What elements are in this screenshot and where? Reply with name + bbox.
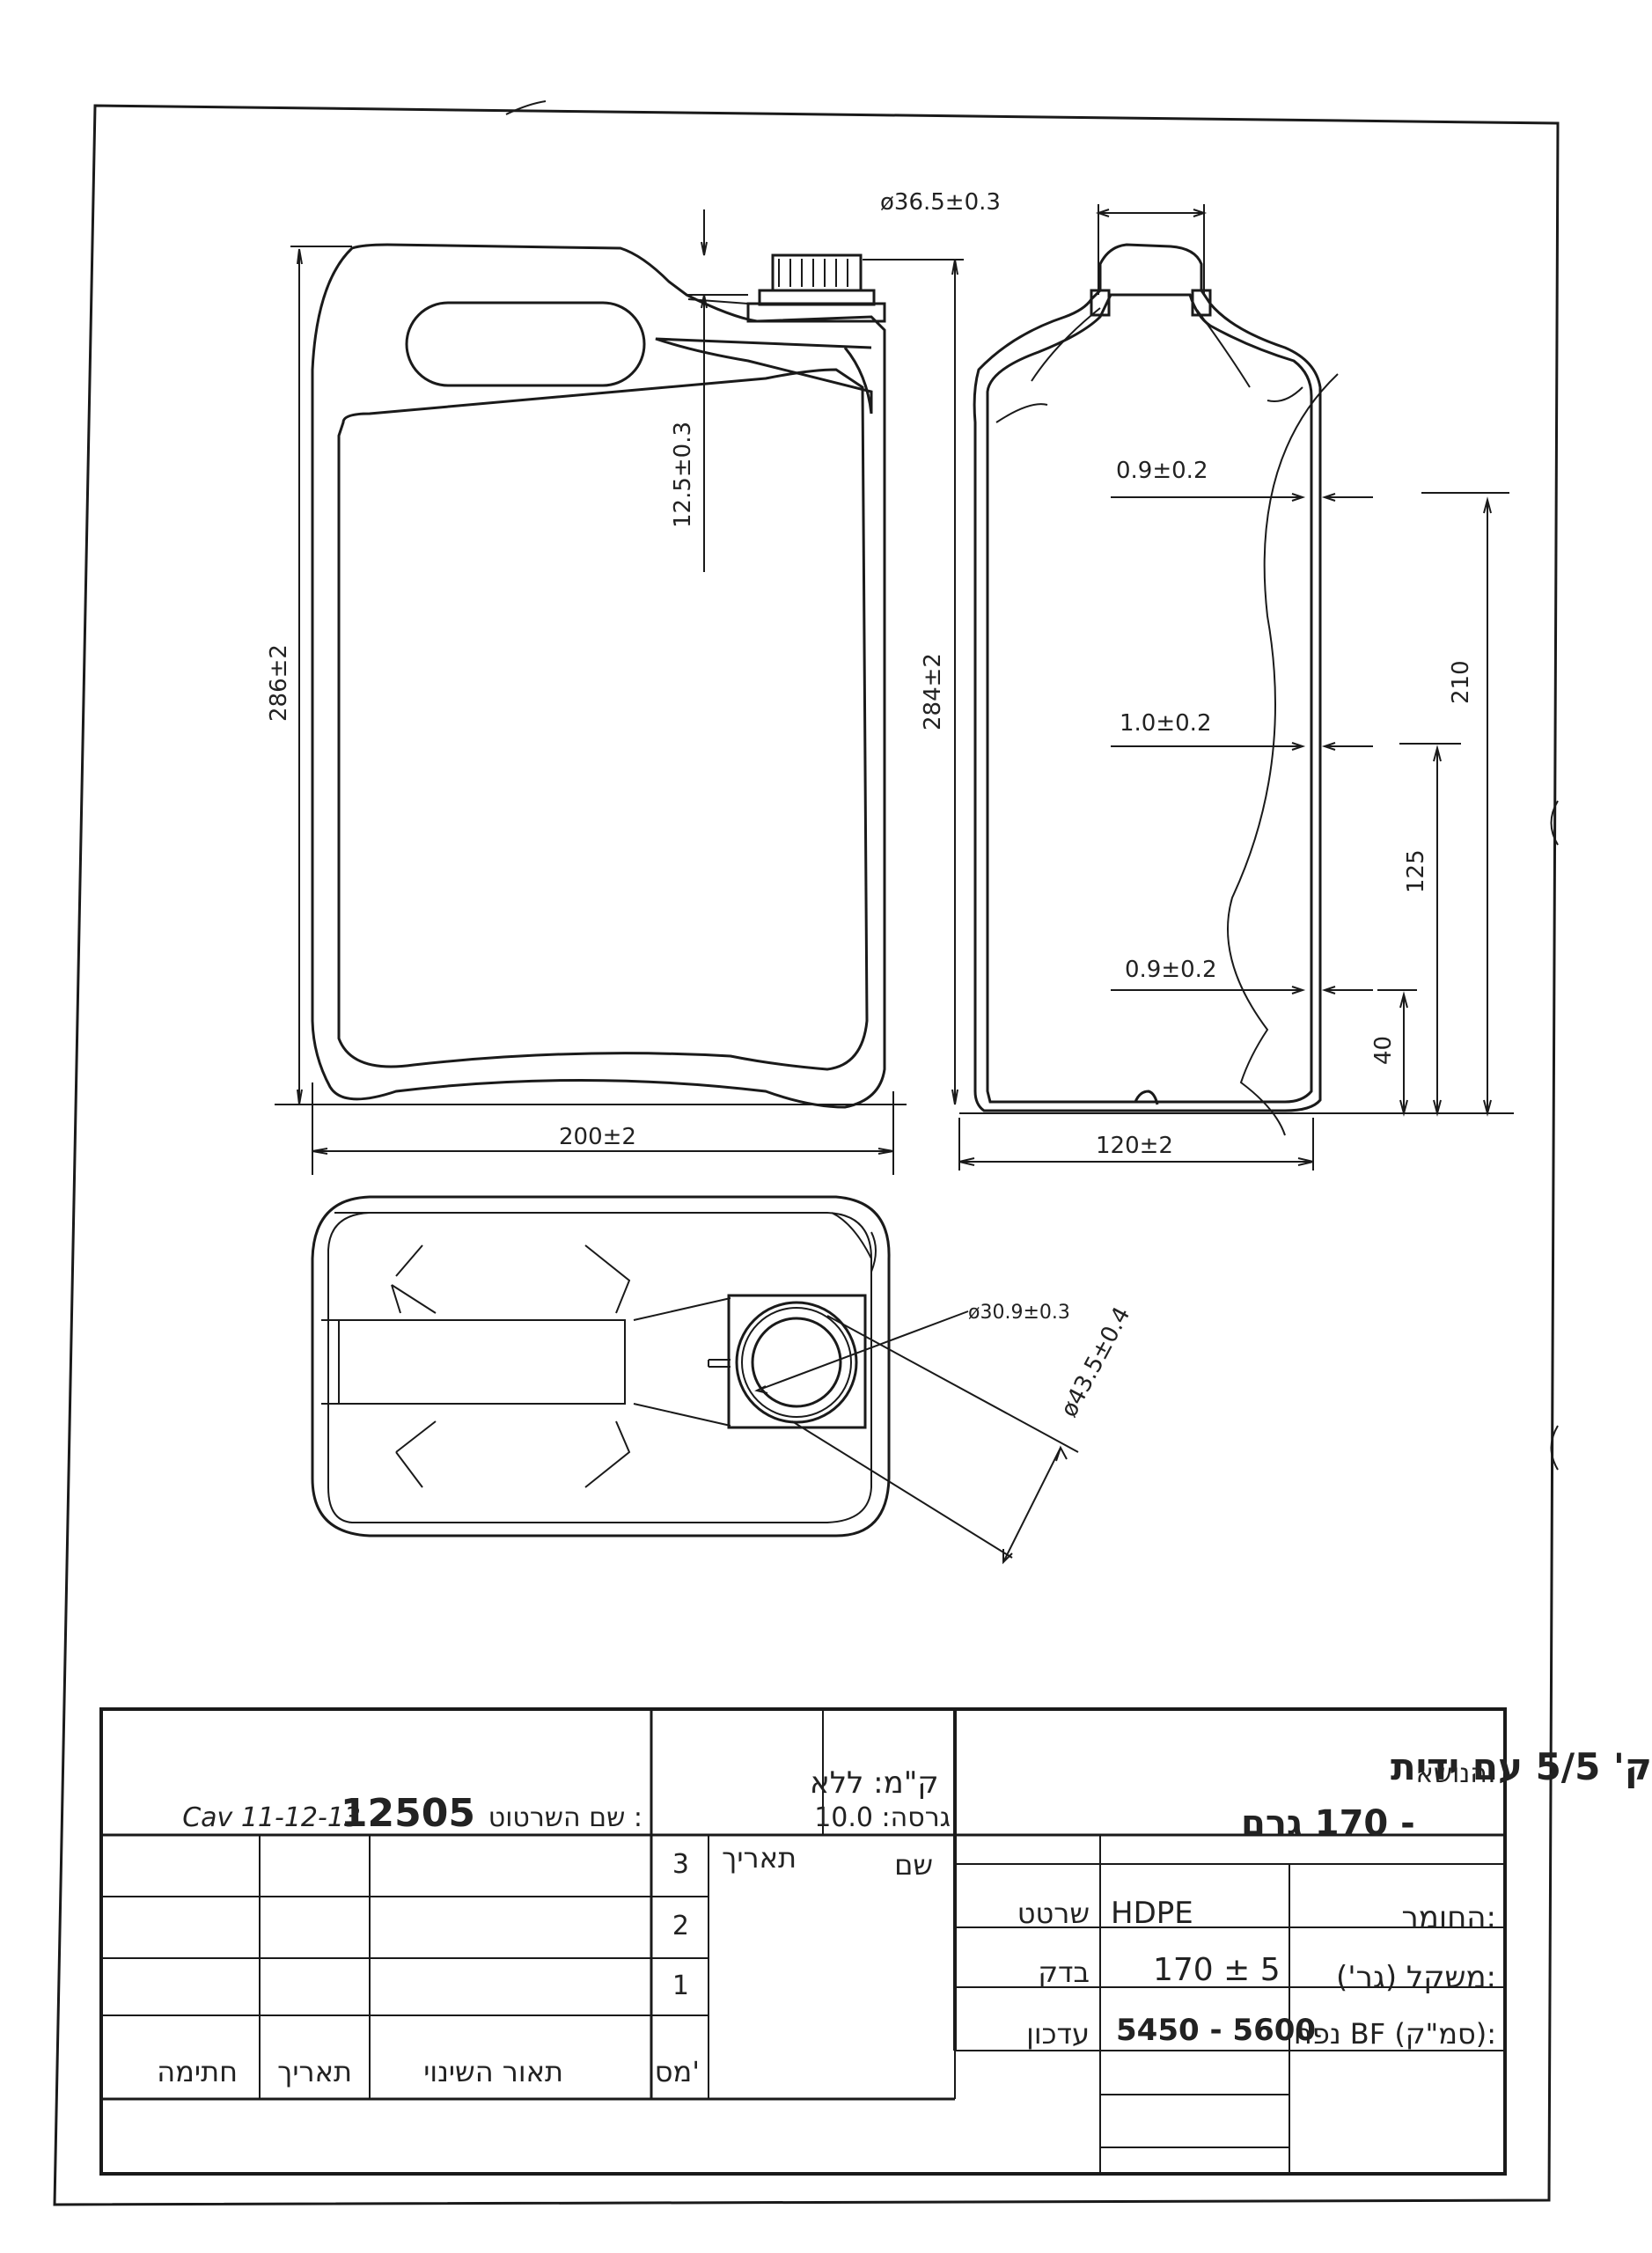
row-checker: בדק <box>1038 1956 1090 1989</box>
revision-number-2: 2 <box>672 1911 689 1941</box>
drawing-frame <box>53 100 1560 2206</box>
scale-label: ק"מ: ללא <box>810 1765 939 1801</box>
dim-bore-diameter: ø30.9±0.3 <box>968 1302 1070 1324</box>
volume-value: 5450 - 5600 <box>1116 2013 1316 2048</box>
dim-wall-top: 0.9±0.2 <box>1116 458 1208 484</box>
row-update: עדכון <box>1026 2017 1090 2051</box>
rev-col-date: תאריך <box>277 2055 352 2088</box>
row-drafter: שרטט <box>1017 1897 1090 1930</box>
front-view <box>275 209 964 1175</box>
dim-level-125: 125 <box>1403 849 1429 893</box>
drawing-number: 12505 <box>341 1791 475 1836</box>
material-label: החומר: <box>1402 1900 1496 1935</box>
rev-col-no: מס' <box>655 2055 700 2088</box>
weight-value: 170 ± 5 <box>1153 1952 1281 1988</box>
version-label: גרסה: 10.0 <box>814 1802 951 1833</box>
top-view <box>311 1195 1079 1565</box>
dim-depth: 120±2 <box>1096 1133 1173 1159</box>
revision-number-1: 1 <box>672 1970 689 2001</box>
dim-neck-diameter: ø36.5±0.3 <box>880 189 1001 216</box>
subject-line2: - 170 גרם <box>1241 1803 1415 1844</box>
material-value: HDPE <box>1111 1896 1193 1931</box>
dim-height-right: 284±2 <box>920 653 946 730</box>
subject-label: הנושא: <box>1416 1758 1496 1789</box>
col-name: שם <box>894 1848 933 1882</box>
rev-col-sign: חתימה <box>157 2055 238 2088</box>
revision-number-3: 3 <box>672 1849 689 1880</box>
weight-label: משקל (גר'): <box>1336 1960 1496 1995</box>
side-view <box>958 204 1514 1171</box>
col-date: תאריך <box>722 1841 797 1875</box>
dim-wall-mid: 1.0±0.2 <box>1120 710 1211 737</box>
dim-level-210: 210 <box>1448 660 1474 704</box>
drawing-name-label: שם השרטוט : <box>488 1802 642 1833</box>
drawing-suffix: Cav 11-12-13 <box>182 1802 361 1833</box>
dim-cap-height: 12.5±0.3 <box>670 422 696 528</box>
subject-line1: בק' 5/5 עם ידית <box>1391 1745 1652 1788</box>
dim-wall-bottom: 0.9±0.2 <box>1125 957 1216 983</box>
dim-level-40: 40 <box>1370 1036 1397 1065</box>
rev-col-desc: תאור השינוי <box>423 2055 563 2088</box>
title-block: הנושא: בק' 5/5 עם ידית - 170 גרם ק"מ: לל… <box>99 1707 1652 2176</box>
dim-width: 200±2 <box>559 1124 636 1150</box>
dim-height-left: 286±2 <box>266 644 292 722</box>
volume-label: נפח BF (סמ"ק): <box>1294 2017 1496 2051</box>
dimension-labels: ø36.5±0.3 12.5±0.3 286±2 284±2 200±2 120… <box>266 189 1474 1421</box>
